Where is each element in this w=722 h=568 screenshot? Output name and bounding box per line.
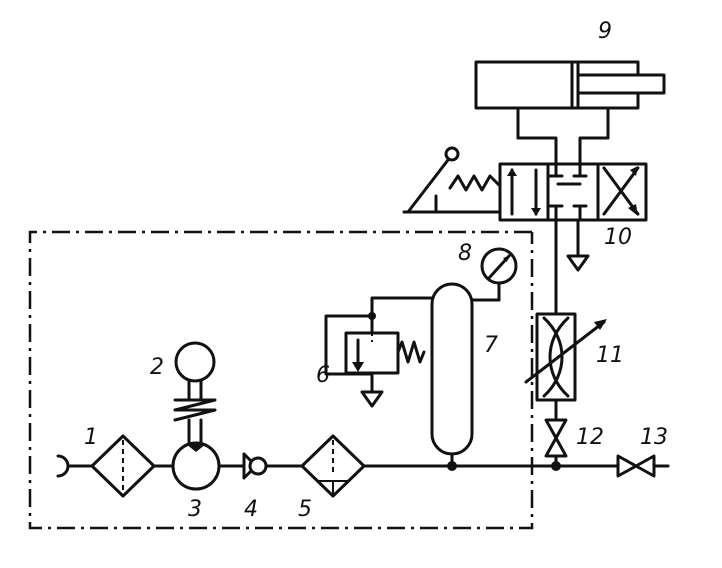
directional-valve xyxy=(498,162,648,272)
relief-valve xyxy=(324,296,434,408)
label-check-valve: 4 xyxy=(244,497,258,522)
outlet-filter xyxy=(300,434,366,498)
label-shutoff-valve: 12 xyxy=(576,425,604,450)
coupling-spring xyxy=(173,398,217,446)
component-labels: 1 2 3 4 5 6 7 8 9 10 11 12 13 xyxy=(84,19,668,522)
pressure-gauge xyxy=(470,247,518,302)
pedal-actuator xyxy=(402,146,502,214)
intake-connector xyxy=(56,454,70,478)
label-directional-valve: 10 xyxy=(604,225,632,250)
label-motor: 2 xyxy=(150,355,164,380)
label-filter-intake: 1 xyxy=(84,425,98,450)
compressor-unit-boundary xyxy=(28,230,534,530)
shutoff-valve xyxy=(544,418,568,458)
label-cylinder: 9 xyxy=(598,19,612,44)
compressor xyxy=(171,441,221,491)
label-outlet-valve: 13 xyxy=(640,425,668,450)
receiver-tank xyxy=(430,282,474,471)
intake-filter xyxy=(90,434,156,498)
flow-control-valve xyxy=(524,312,607,402)
label-relief-valve: 6 xyxy=(316,363,330,388)
motor xyxy=(174,341,216,402)
outlet-valve xyxy=(616,454,656,478)
check-valve xyxy=(242,452,268,480)
label-receiver-tank: 7 xyxy=(484,333,498,358)
label-flow-control-valve: 11 xyxy=(596,343,624,368)
branch-line xyxy=(551,218,561,471)
cylinder xyxy=(474,60,666,166)
label-compressor: 3 xyxy=(188,497,202,522)
label-pressure-gauge: 8 xyxy=(458,241,472,266)
label-filter-outlet: 5 xyxy=(298,497,312,522)
